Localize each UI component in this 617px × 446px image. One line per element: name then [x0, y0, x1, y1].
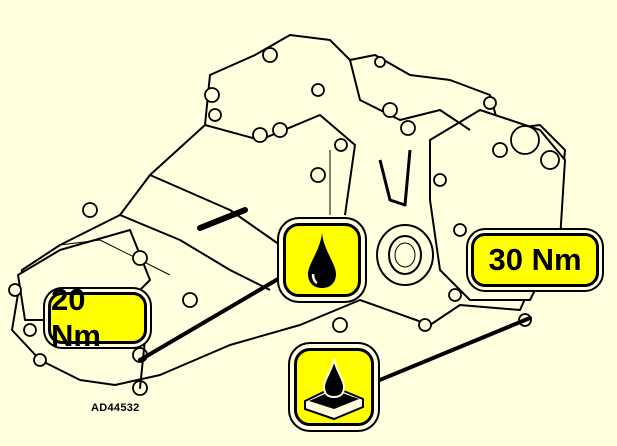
oil-drop-icon — [308, 233, 336, 288]
rib — [119, 214, 271, 291]
oil-lubricate-icon-box — [283, 223, 361, 297]
rib — [59, 239, 171, 276]
torque-label-30nm: 30 Nm — [471, 233, 599, 287]
figure-reference-code: AD44532 — [91, 402, 140, 414]
rod — [197, 207, 248, 231]
leader-line-oil — [138, 270, 292, 362]
leader-line-sealant — [373, 316, 532, 384]
rib — [349, 59, 471, 131]
rib — [204, 114, 356, 216]
rib — [149, 174, 281, 246]
sealant-drop-on-surface-icon — [304, 358, 364, 421]
pipe — [378, 149, 412, 207]
leader-line-20nm — [139, 329, 147, 389]
sealant-icon-box — [294, 348, 374, 426]
torque-label-20nm: 20 Nm — [48, 282, 147, 353]
